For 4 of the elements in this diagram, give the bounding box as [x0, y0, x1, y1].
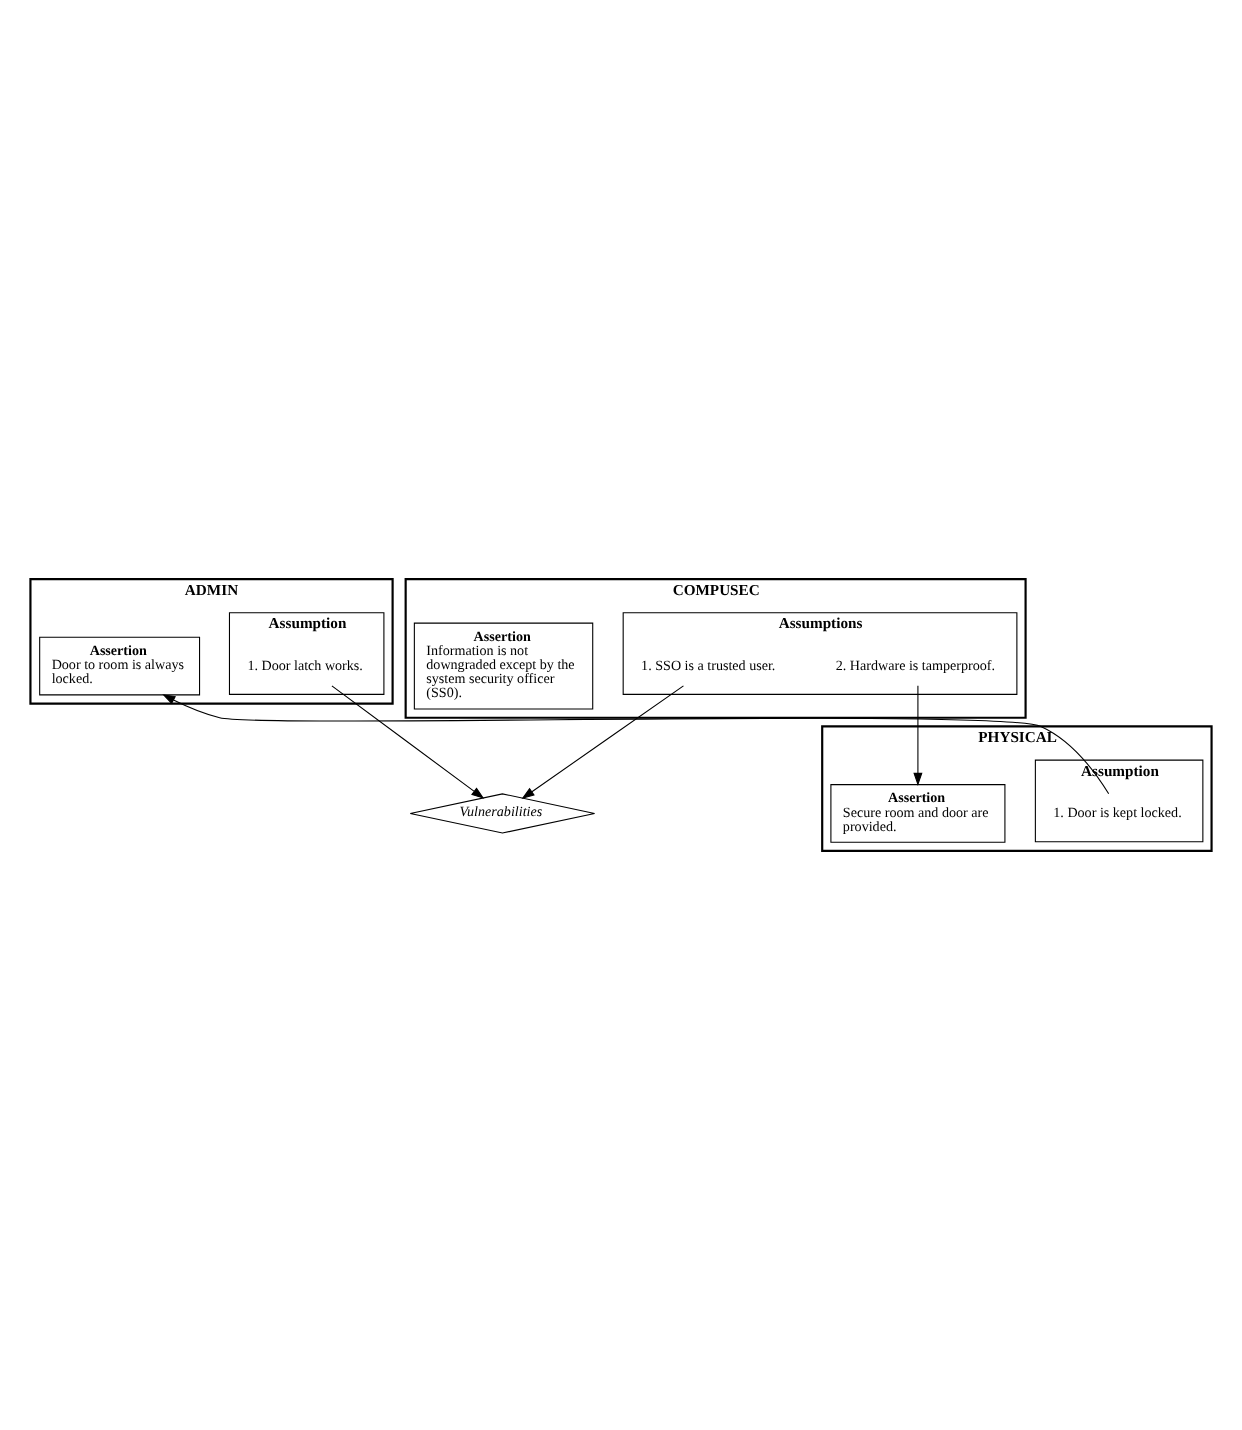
arrow — [162, 694, 1110, 795]
arrow — [331, 685, 485, 799]
arrow — [913, 685, 923, 786]
arrow — [521, 685, 684, 800]
